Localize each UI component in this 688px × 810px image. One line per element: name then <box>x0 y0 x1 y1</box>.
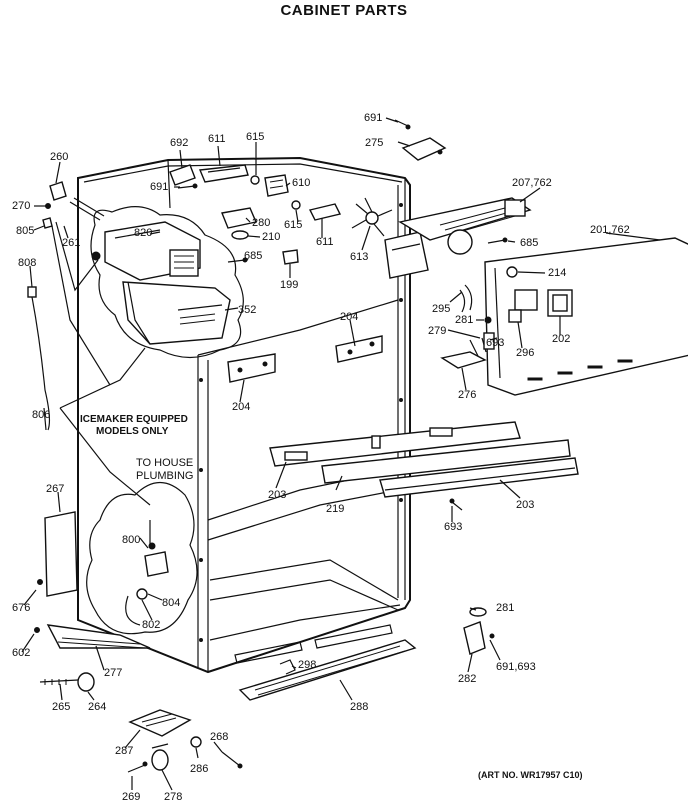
callout-693: 693 <box>444 521 462 533</box>
callout-685: 685 <box>244 250 262 262</box>
callout-260: 260 <box>50 151 68 163</box>
callout-199: 199 <box>280 279 298 291</box>
callout-204: 204 <box>340 311 358 323</box>
plumbing-region-outline <box>86 481 198 635</box>
callout-676: 676 <box>12 602 30 614</box>
callout-277: 277 <box>104 667 122 679</box>
callout-265: 265 <box>52 701 70 713</box>
callout-204: 204 <box>232 401 250 413</box>
callout-613: 613 <box>350 251 368 263</box>
callout-210: 210 <box>262 231 280 243</box>
plumbing-note-line2: PLUMBING <box>136 470 193 482</box>
callout-275: 275 <box>365 137 383 149</box>
callout-207-762: 207,762 <box>512 177 552 189</box>
callout-805: 805 <box>16 225 34 237</box>
callout-280: 280 <box>252 217 270 229</box>
callout-214: 214 <box>548 267 566 279</box>
callout-268: 268 <box>210 731 228 743</box>
callout-282: 282 <box>458 673 476 685</box>
callout-802: 802 <box>142 619 160 631</box>
callout-288: 288 <box>350 701 368 713</box>
callout-820: 820 <box>134 227 152 239</box>
icemaker-note-line1: ICEMAKER EQUIPPED <box>80 414 188 425</box>
callout-264: 264 <box>88 701 106 713</box>
callout-270: 270 <box>12 200 30 212</box>
callout-685: 685 <box>520 237 538 249</box>
callout-287: 287 <box>115 745 133 757</box>
callout-labels: 691 275 692 611 615 260 610 691 207,762 … <box>12 112 630 803</box>
callout-261: 261 <box>62 237 80 249</box>
callout-286: 286 <box>190 763 208 775</box>
callout-267: 267 <box>46 483 64 495</box>
callout-219: 219 <box>326 503 344 515</box>
callout-691: 691 <box>364 112 382 124</box>
callout-276: 276 <box>458 389 476 401</box>
callout-691: 691 <box>150 181 168 193</box>
art-number: (ART NO. WR17957 C10) <box>478 770 583 780</box>
callout-202: 202 <box>552 333 570 345</box>
callout-281: 281 <box>455 314 473 326</box>
plumbing-note-line1: TO HOUSE <box>136 457 193 469</box>
icemaker-assembly <box>91 221 231 345</box>
page-title: CABINET PARTS <box>280 2 408 19</box>
callout-808: 808 <box>18 257 36 269</box>
callout-281: 281 <box>496 602 514 614</box>
callout-602: 602 <box>12 647 30 659</box>
callout-610: 610 <box>292 177 310 189</box>
callout-800: 800 <box>122 534 140 546</box>
callout-691-693: 691,693 <box>496 661 536 673</box>
callout-295: 295 <box>432 303 450 315</box>
callout-298: 298 <box>298 659 316 671</box>
callout-203: 203 <box>268 489 286 501</box>
callout-269: 269 <box>122 791 140 803</box>
icemaker-region-outline <box>90 206 244 359</box>
callout-203: 203 <box>516 499 534 511</box>
callout-615: 615 <box>246 131 264 143</box>
callout-806: 806 <box>32 409 50 421</box>
callout-692: 692 <box>170 137 188 149</box>
callout-611: 611 <box>208 133 226 145</box>
icemaker-note-line2: MODELS ONLY <box>96 426 169 437</box>
callout-201-762: 201,762 <box>590 224 630 236</box>
trim-parts <box>34 335 579 773</box>
callout-611: 611 <box>316 236 334 248</box>
callout-296: 296 <box>516 347 534 359</box>
leader-lines <box>21 117 661 791</box>
callout-352: 352 <box>238 304 256 316</box>
notes: ICEMAKER EQUIPPED MODELS ONLY TO HOUSE P… <box>80 414 583 780</box>
callout-279: 279 <box>428 325 446 337</box>
top-hardware <box>27 119 532 431</box>
callout-615: 615 <box>284 219 302 231</box>
callout-278: 278 <box>164 791 182 803</box>
callout-804: 804 <box>162 597 180 609</box>
control-panel <box>440 237 688 396</box>
callout-693: 693 <box>486 337 504 349</box>
